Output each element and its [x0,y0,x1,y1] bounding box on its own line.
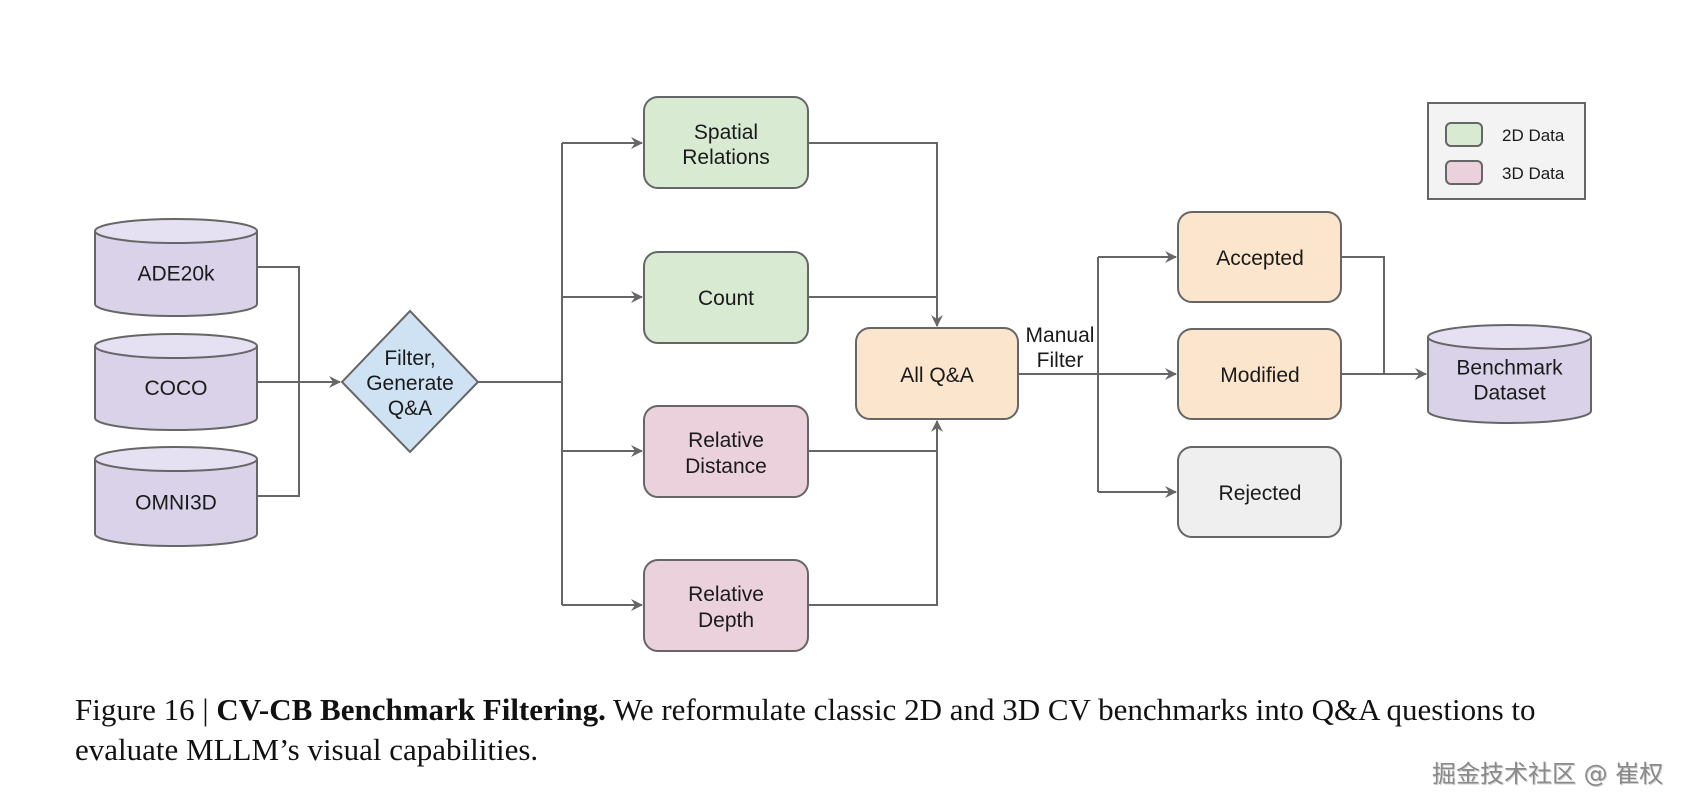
edge-spatial-to-allqa [808,142,943,327]
cylinder-body [94,346,258,431]
filter-label-line-1: Filter, [384,347,435,370]
caption-title: CV-CB Benchmark Filtering. [216,692,606,727]
task-label-line-2: Distance [685,455,767,478]
manual-filter-line-2: Filter [1037,349,1084,372]
cylinder-top [94,446,258,472]
cylinder-label: Dataset [1473,382,1546,405]
legend: 2D Data 3D Data [1427,102,1586,200]
filter-label-line-2: Generate [366,372,454,395]
cylinder-top [1427,324,1592,350]
edge-accepted-to-benchmark [1341,256,1385,374]
cylinder-body [1427,337,1592,424]
task-label-line-1: Relative [688,583,764,606]
cylinder-label: COCO [145,377,208,400]
legend-swatch-2d [1445,122,1483,147]
source-coco-cylinder: COCO [94,333,258,431]
legend-label-2d: 2D Data [1502,126,1565,145]
legend-swatch-3d [1445,160,1483,185]
edges-tasks [478,137,643,611]
source-omni3d-cylinder: OMNI3D [94,446,258,547]
task-label-line-1: Relative [688,429,764,452]
task-relative-depth: Relative Depth [643,559,809,652]
cylinder-body [94,231,258,317]
flow-diagram: ADE20k COCO OMNI3D Filter, Generate Q&A … [94,96,1592,652]
task-label-line-2: Depth [698,609,754,632]
outcome-label: Accepted [1216,247,1304,270]
legend-label-3d: 3D Data [1502,164,1565,183]
cylinder-top [94,218,258,244]
caption-prefix: Figure 16 | [75,692,217,727]
outcome-modified: Modified [1177,328,1342,420]
edges-sources [257,266,341,497]
figure-caption: Figure 16 | CV-CB Benchmark Filtering. W… [75,690,1635,770]
all-qa-node: All Q&A [855,327,1019,420]
edge-depth-to-allqa [808,420,943,606]
all-qa-label: All Q&A [900,364,974,387]
cylinder-label: ADE20k [137,263,215,286]
edges-benchmark [1341,256,1427,380]
edges-outcomes [1018,251,1177,498]
task-label-line-1: Count [698,287,754,310]
outcome-box-shape [1177,446,1342,538]
task-label-line-1: Spatial [694,121,758,144]
all-qa-box-shape [855,327,1019,420]
task-box-shape [643,96,809,189]
outcome-label: Rejected [1219,482,1302,505]
watermark: 掘金技术社区 @ 崔权 [1432,760,1664,788]
task-relative-distance: Relative Distance [643,405,809,498]
cylinder-label: OMNI3D [135,492,217,515]
outcome-box-shape [1177,328,1342,420]
filter-label-line-3: Q&A [388,397,432,420]
cylinder-body [94,459,258,547]
edges-merge [808,142,943,606]
task-box-shape [643,559,809,652]
manual-filter-line-1: Manual [1026,324,1095,347]
task-box-shape [643,251,809,344]
outcome-label: Modified [1220,364,1299,387]
caption-body: We reformulate classic 2D and 3D CV benc… [75,692,1536,767]
task-count: Count [643,251,809,344]
task-box-shape [643,405,809,498]
filter-diamond-shape [340,309,480,454]
cylinder-label: Benchmark [1456,357,1563,380]
filter-generate-node: Filter, Generate Q&A [340,309,480,454]
outcome-box-shape [1177,211,1342,303]
task-spatial-relations: Spatial Relations [643,96,809,189]
cylinder-top [94,333,258,359]
outcome-rejected: Rejected [1177,446,1342,538]
source-ade20k-cylinder: ADE20k [94,218,258,317]
task-label-line-2: Relations [682,146,770,169]
outcome-accepted: Accepted [1177,211,1342,303]
manual-filter-label: Manual Filter [1026,324,1095,372]
